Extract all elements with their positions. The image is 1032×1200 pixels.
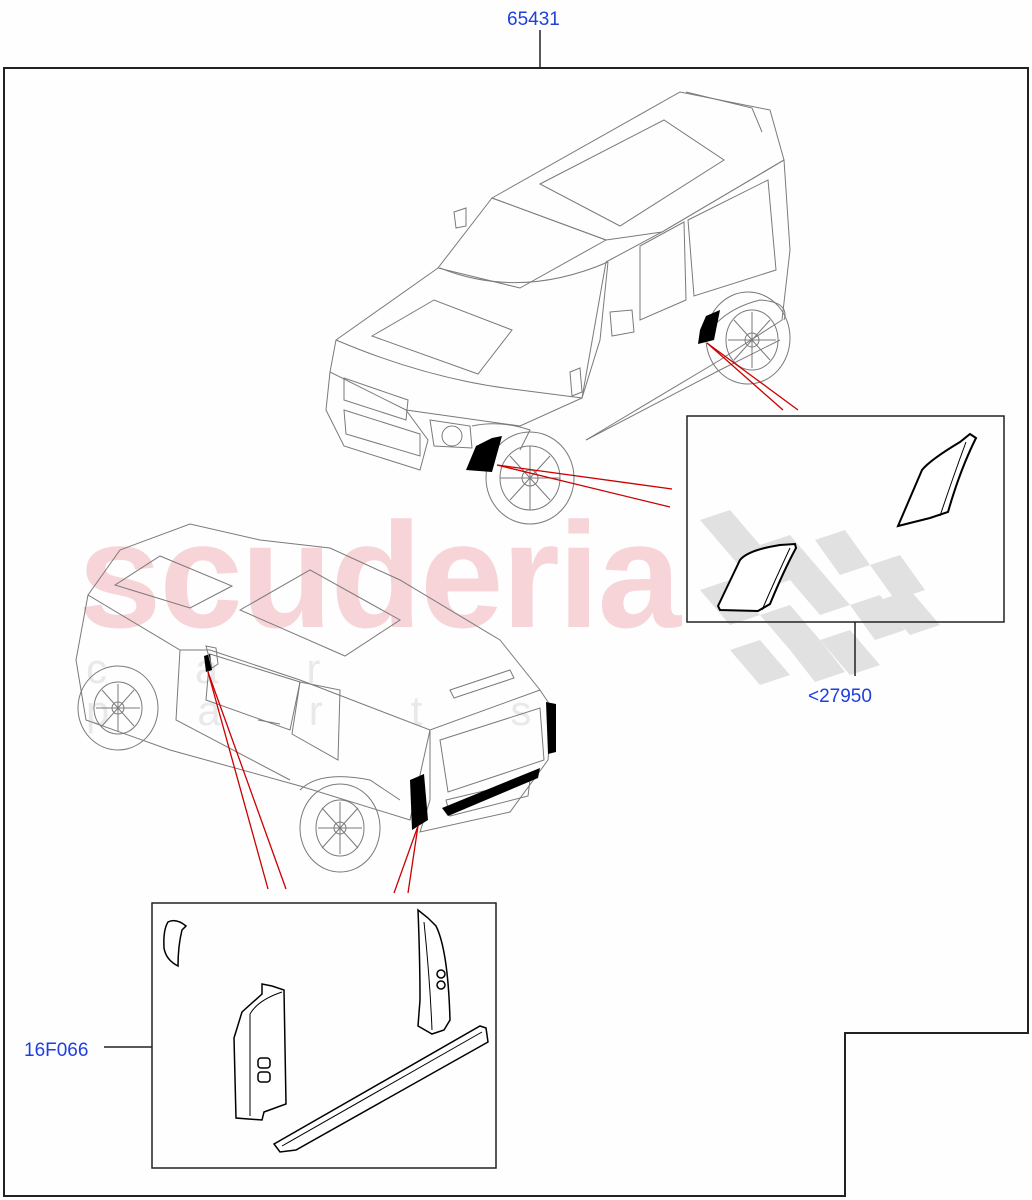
left-rear-lamp-trim-highlight [410,774,428,830]
wheel-arch-trim-parts [716,432,978,613]
front-wheel-arch-trim [716,542,798,613]
rear-trim-parts [163,908,489,1153]
rear-view-vehicle [75,523,553,873]
callout-16f066[interactable]: 16F066 [24,1040,89,1061]
mirror-base-trim [163,919,188,968]
callout-27950[interactable]: <27950 [808,686,872,707]
callout-65431[interactable]: 65431 [507,9,560,30]
rear-trim-leaders [207,671,419,894]
rear-wheel-arch-trim [896,432,978,528]
assembly-frame [3,67,1029,1197]
rear-wheel-arch-trim-highlight [698,310,720,344]
wheel-arch-trim-detail-box [686,415,1005,623]
wheel-arch-leaders [496,342,799,508]
front-view-vehicle [325,91,791,525]
rear-trim-detail-box [151,902,497,1169]
left-rear-lamp-pillar-trim [233,983,287,1121]
front-wheel-arch-trim-highlight [466,436,502,472]
mirror-base-trim-highlight [204,654,212,672]
tailgate-lower-trim-highlight [442,768,540,816]
right-rear-lamp-trim-highlight [546,702,556,754]
